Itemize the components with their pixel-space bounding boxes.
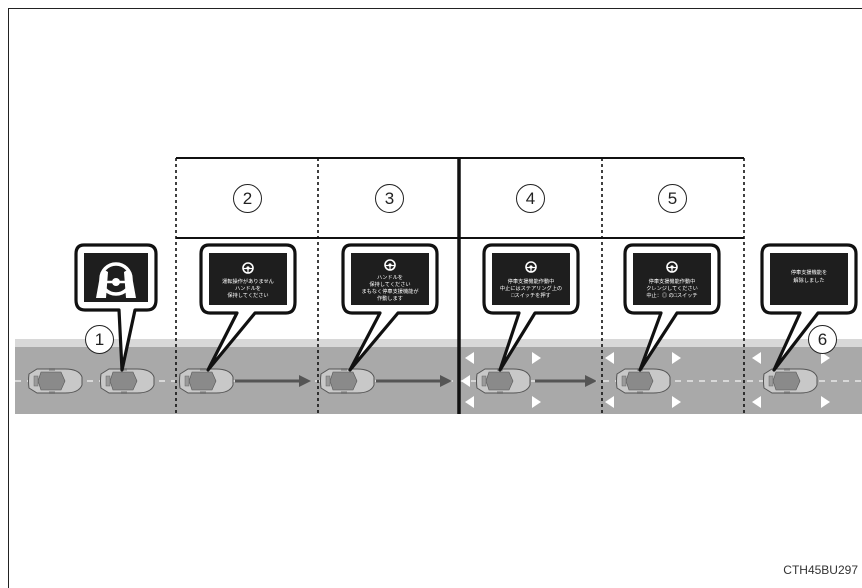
vehicle-4 [477,368,531,394]
panel-4-line-2: 中止にはステアリング上の [500,284,562,292]
figure-code: CTH45BU297 [783,563,858,577]
panel-2-line-3: 保持してください [227,291,268,299]
vehicle-5 [617,368,671,394]
panel-3-line-3: まもなく停車支援機能が [361,287,419,295]
panel-5-line-1: 停車支援機能作動中 [649,277,696,285]
step-number-1: 1 [85,325,114,354]
step-number-2: 2 [233,184,262,213]
vehicle-6 [764,368,818,394]
step-number-5: 5 [658,184,687,213]
panel-5-line-2: クレンジしてください [646,285,698,292]
panel-3-line-2: 保持してください [369,280,410,288]
vehicle-3 [321,368,375,394]
panel-2-line-1: 運転操作がありません [222,277,274,285]
vehicle-1a [29,368,83,394]
step-number-3: 3 [375,184,404,213]
step-number-4: 4 [516,184,545,213]
vehicle-1b [101,368,155,394]
panel-4-line-3: □スイッチを押す [511,291,550,299]
panel-6-line-2: 解除しました [793,276,824,284]
panel-4-line-1: 停車支援機能作動中 [508,277,555,285]
vehicle-2 [180,368,234,394]
panel-2-line-2: ハンドルを [235,285,261,292]
panel-3-line-1: ハンドルを [377,274,403,281]
step-number-6: 6 [808,325,837,354]
panel-5-line-3: 中止：◎ の□スイッチ [646,291,697,299]
panel-3-line-4: 作動します [377,294,403,302]
panel-6-line-1: 停車支援機能を [791,268,827,276]
